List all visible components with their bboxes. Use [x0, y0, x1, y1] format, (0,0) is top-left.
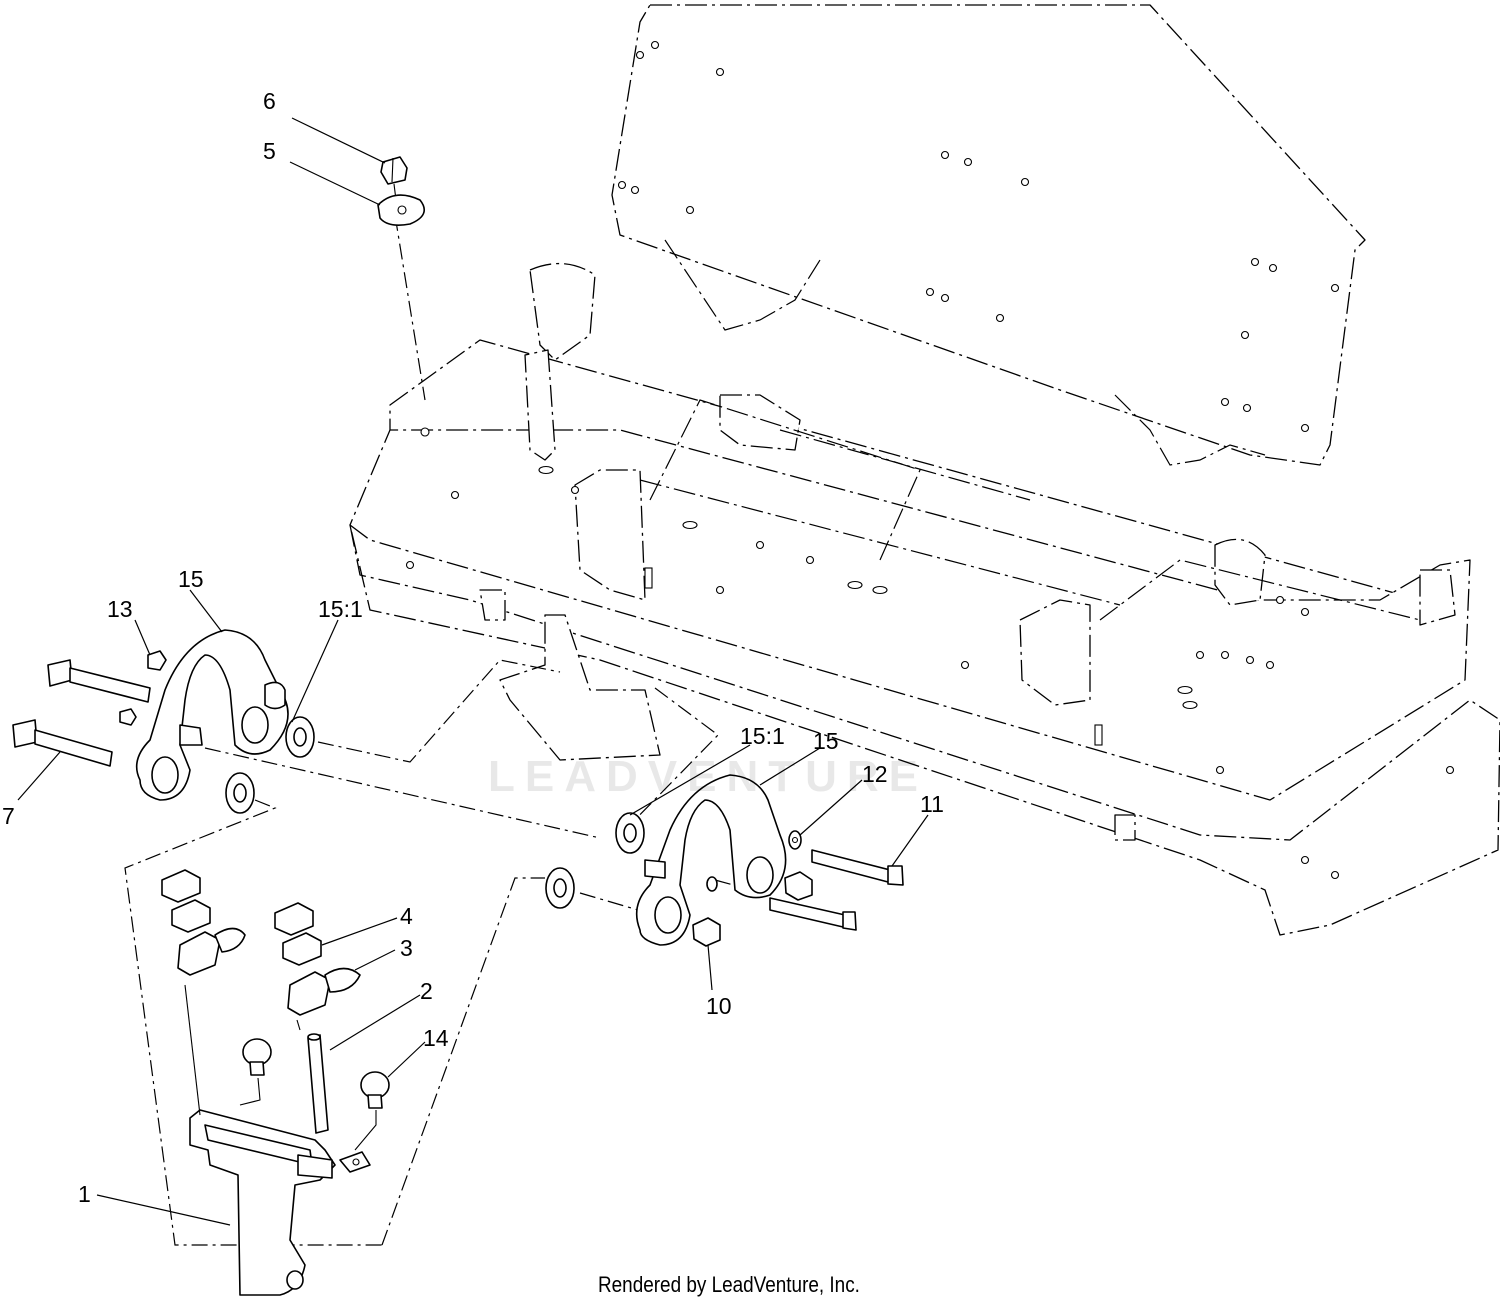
- callout-15-left: 15: [178, 566, 204, 592]
- left-pivot-arm: [12, 629, 315, 814]
- callout-10: 10: [706, 993, 732, 1019]
- callout-14: 14: [423, 1025, 449, 1051]
- callout-13: 13: [107, 596, 133, 622]
- right-bearing-lower: [545, 867, 575, 909]
- callout-11: 11: [920, 791, 944, 817]
- frame-holes: [405, 427, 1455, 880]
- callout-leaders: [17, 117, 929, 1226]
- callout-1: 1: [78, 1181, 91, 1207]
- right-pivot-arm: [545, 774, 904, 947]
- part-14-knob-left: [242, 1038, 272, 1076]
- right-bearing-upper: [615, 812, 645, 854]
- render-credit: Rendered by LeadVenture, Inc.: [598, 1272, 860, 1297]
- callout-15-1-right: 15:1: [740, 723, 785, 749]
- callout-3: 3: [400, 935, 413, 961]
- left-bearing-upper: [285, 716, 315, 758]
- part-5-washer: [377, 194, 426, 226]
- callout-7: 7: [2, 803, 15, 829]
- chassis-frame: [349, 4, 1500, 936]
- callout-5: 5: [263, 138, 276, 164]
- callout-4: 4: [400, 903, 413, 929]
- callout-12: 12: [862, 761, 888, 787]
- callout-15-right: 15: [813, 728, 839, 754]
- panel-holes: [617, 40, 1340, 433]
- callout-6: 6: [263, 88, 276, 114]
- lower-bracket-assembly: [161, 869, 390, 1296]
- callout-15-1-left: 15:1: [318, 596, 363, 622]
- part-6-nut: [380, 156, 408, 201]
- watermark-text: LEADVENTURE: [488, 752, 929, 801]
- callout-2: 2: [420, 978, 433, 1004]
- left-bearing-lower: [225, 772, 255, 814]
- part-14-knob-right: [360, 1071, 390, 1109]
